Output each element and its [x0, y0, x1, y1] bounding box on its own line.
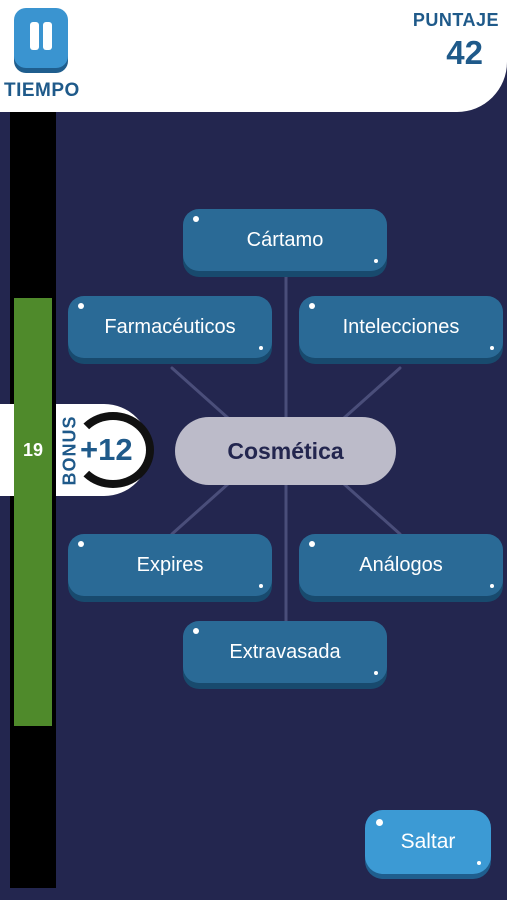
pause-button[interactable] [14, 8, 68, 68]
bonus-value: +12 [80, 432, 133, 467]
word-option-farmaceuticos[interactable]: Farmacéuticos [68, 296, 272, 358]
connector-intelecciones [342, 366, 402, 420]
skip-button[interactable]: Saltar [365, 810, 491, 874]
score-value: 42 [446, 34, 483, 71]
word-option-analogos[interactable]: Análogos [299, 534, 503, 596]
connector-analogos [342, 482, 402, 536]
pause-icon-bar [43, 22, 52, 50]
bonus-ring [72, 412, 154, 488]
top-bar: TIEMPO PUNTAJE 42 [0, 0, 507, 112]
word-option-expires[interactable]: Expires [68, 534, 272, 596]
timer-fill [14, 298, 52, 726]
word-option-extravasada[interactable]: Extravasada [183, 621, 387, 683]
score-label: PUNTAJE [412, 10, 499, 30]
word-option-cartamo[interactable]: Cártamo [183, 209, 387, 271]
pause-icon [30, 22, 39, 50]
connector-farmaceuticos [170, 366, 230, 420]
timer-value-tab [0, 404, 14, 496]
timer-label: TIEMPO [4, 80, 80, 101]
center-word: Cosmética [175, 417, 396, 485]
connector-expires [170, 482, 230, 536]
timer-seconds: 19 [22, 440, 44, 460]
word-option-intelecciones[interactable]: Intelecciones [299, 296, 503, 358]
